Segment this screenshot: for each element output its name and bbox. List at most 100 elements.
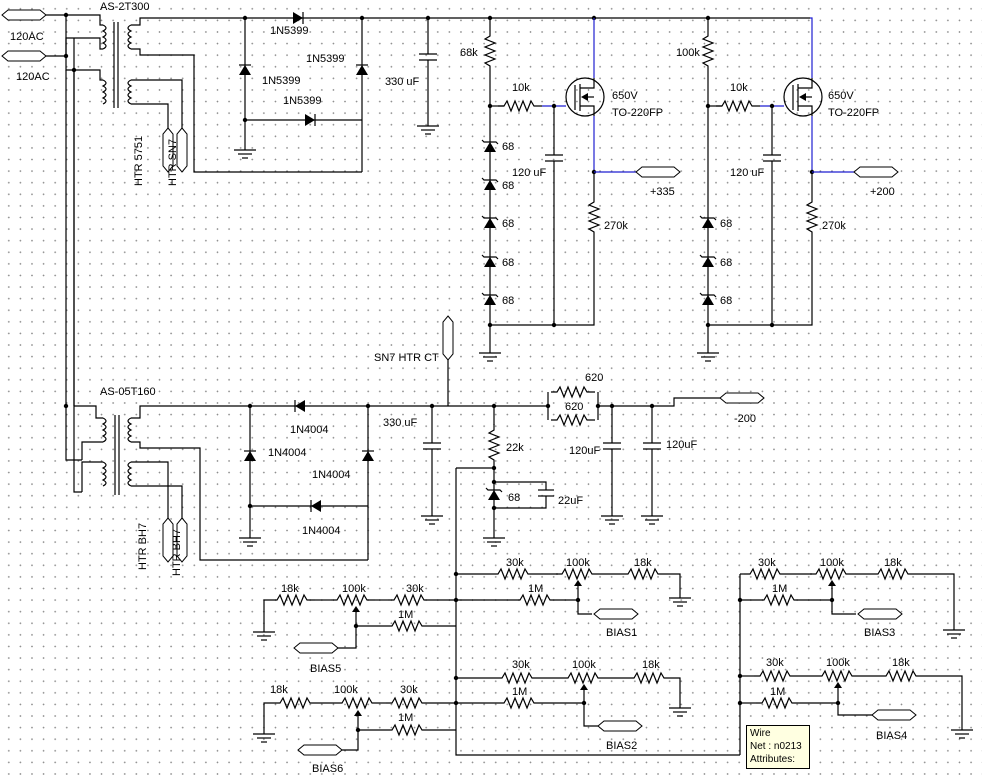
label-b2-30k: 30k bbox=[512, 659, 530, 671]
label-bias3: BIAS3 bbox=[864, 627, 895, 639]
label-diode-d1: 1N5399 bbox=[270, 25, 309, 37]
label-c-reg2: 120 uF bbox=[730, 167, 765, 179]
capacitor-c-neg1[interactable] bbox=[600, 406, 624, 525]
resistor-100k[interactable] bbox=[702, 29, 714, 75]
bias4-connector[interactable] bbox=[871, 709, 917, 721]
diode-d3[interactable] bbox=[355, 64, 369, 76]
bias3-connector[interactable] bbox=[857, 608, 903, 620]
resistor-270k-1[interactable] bbox=[588, 195, 600, 241]
transformer-t2[interactable] bbox=[102, 415, 132, 495]
mosfet-m2[interactable] bbox=[783, 77, 823, 117]
resistor-10k-2[interactable] bbox=[715, 100, 761, 112]
label-plus-200: +200 bbox=[870, 186, 895, 198]
label-r100k: 100k bbox=[676, 47, 700, 59]
label-diode-d3: 1N5399 bbox=[306, 53, 345, 65]
label-m2-package: TO-220FP bbox=[828, 107, 879, 119]
label-b6-1m: 1M bbox=[398, 712, 413, 724]
resistor-b6-18k[interactable] bbox=[273, 697, 319, 709]
resistor-b2-18k[interactable] bbox=[627, 672, 673, 684]
bias5-connector[interactable] bbox=[293, 642, 339, 654]
resistor-b4-30k[interactable] bbox=[753, 670, 799, 682]
label-r620-1: 620 bbox=[585, 372, 603, 384]
resistor-b6-1m[interactable] bbox=[385, 724, 431, 736]
zener-z3[interactable] bbox=[481, 215, 499, 229]
resistor-10k-1[interactable] bbox=[497, 100, 543, 112]
ac-input-1[interactable] bbox=[1, 9, 47, 21]
capacitor-c-reg1[interactable] bbox=[544, 106, 564, 325]
output-plus-200[interactable] bbox=[853, 166, 899, 178]
label-bias4: BIAS4 bbox=[876, 730, 907, 742]
resistor-b1-30k[interactable] bbox=[491, 568, 537, 580]
label-m1-package: TO-220FP bbox=[612, 107, 663, 119]
resistor-b5-1m[interactable] bbox=[385, 620, 431, 632]
resistor-620-1[interactable] bbox=[550, 386, 596, 398]
diode-d1[interactable] bbox=[292, 11, 304, 25]
zener-z4[interactable] bbox=[481, 254, 499, 268]
label-zener-z4: 68 bbox=[502, 257, 514, 269]
potentiometer-b4-100k[interactable] bbox=[815, 670, 861, 682]
capacitor-c-main2[interactable] bbox=[420, 406, 444, 525]
label-r270k-2: 270k bbox=[822, 220, 846, 232]
resistor-b5-18k[interactable] bbox=[270, 594, 316, 606]
capacitor-c-reg2[interactable] bbox=[762, 106, 782, 325]
label-b4-18k: 18k bbox=[892, 657, 910, 669]
diode-d6[interactable] bbox=[243, 450, 257, 462]
label-c-main1: 330 uF bbox=[385, 76, 420, 88]
output-plus-335[interactable] bbox=[635, 166, 681, 178]
resistor-b1-18k[interactable] bbox=[621, 568, 667, 580]
zener-z1[interactable] bbox=[481, 139, 499, 153]
label-b2-1m: 1M bbox=[512, 686, 527, 698]
connector-sn7-htr-ct[interactable] bbox=[442, 315, 454, 361]
zener-z7[interactable] bbox=[699, 254, 717, 268]
mosfet-m1[interactable] bbox=[565, 77, 605, 117]
capacitor-c-neg2[interactable] bbox=[640, 406, 664, 525]
ac-input-2[interactable] bbox=[1, 50, 47, 62]
resistor-b4-1m[interactable] bbox=[755, 697, 801, 709]
bias1-connector[interactable] bbox=[593, 608, 639, 620]
label-b5-30k: 30k bbox=[406, 583, 424, 595]
label-zener-z6: 68 bbox=[720, 218, 732, 230]
label-transformer-t2: AS-05T160 bbox=[100, 386, 156, 398]
label-bias1: BIAS1 bbox=[606, 627, 637, 639]
resistor-b3-1m[interactable] bbox=[757, 594, 803, 606]
diode-d5[interactable] bbox=[294, 399, 306, 413]
resistor-b1-1m[interactable] bbox=[513, 594, 559, 606]
resistor-b2-1m[interactable] bbox=[497, 697, 543, 709]
zener-z9[interactable] bbox=[485, 487, 503, 501]
resistor-b4-18k[interactable] bbox=[879, 670, 925, 682]
resistor-620-2[interactable] bbox=[550, 414, 596, 426]
zener-z6[interactable] bbox=[699, 215, 717, 229]
bias6-connector[interactable] bbox=[297, 744, 343, 756]
label-m2-voltage: 650V bbox=[828, 90, 854, 102]
resistor-b2-30k[interactable] bbox=[495, 672, 541, 684]
label-r10k-2: 10k bbox=[730, 82, 748, 94]
diode-d8[interactable] bbox=[310, 499, 322, 513]
potentiometer-b1-100k[interactable] bbox=[555, 568, 601, 580]
potentiometer-b5-100k[interactable] bbox=[330, 594, 376, 606]
resistor-b6-30k[interactable] bbox=[385, 697, 431, 709]
resistor-b5-30k[interactable] bbox=[387, 594, 433, 606]
label-bias2: BIAS2 bbox=[606, 740, 637, 752]
zener-z5[interactable] bbox=[481, 292, 499, 306]
resistor-22k[interactable] bbox=[488, 423, 500, 469]
resistor-b3-30k[interactable] bbox=[743, 568, 789, 580]
label-htr-bh7-1: HTR BH7 bbox=[137, 523, 149, 570]
potentiometer-b6-100k[interactable] bbox=[335, 697, 381, 709]
zener-z8[interactable] bbox=[699, 292, 717, 306]
diode-d2[interactable] bbox=[238, 64, 252, 76]
potentiometer-b2-100k[interactable] bbox=[561, 672, 607, 684]
bias2-connector[interactable] bbox=[597, 720, 643, 732]
zener-z2[interactable] bbox=[481, 177, 499, 191]
capacitor-c-main1[interactable] bbox=[416, 18, 440, 135]
diode-d4[interactable] bbox=[304, 113, 316, 127]
output-minus-200[interactable] bbox=[719, 392, 765, 404]
label-c-neg2: 120uF bbox=[666, 439, 697, 451]
transformer-t1[interactable] bbox=[102, 22, 132, 108]
resistor-270k-2[interactable] bbox=[806, 195, 818, 241]
diode-d7[interactable] bbox=[361, 450, 375, 462]
resistor-68k[interactable] bbox=[484, 29, 496, 75]
resistor-b3-18k[interactable] bbox=[871, 568, 917, 580]
potentiometer-b3-100k[interactable] bbox=[809, 568, 855, 580]
